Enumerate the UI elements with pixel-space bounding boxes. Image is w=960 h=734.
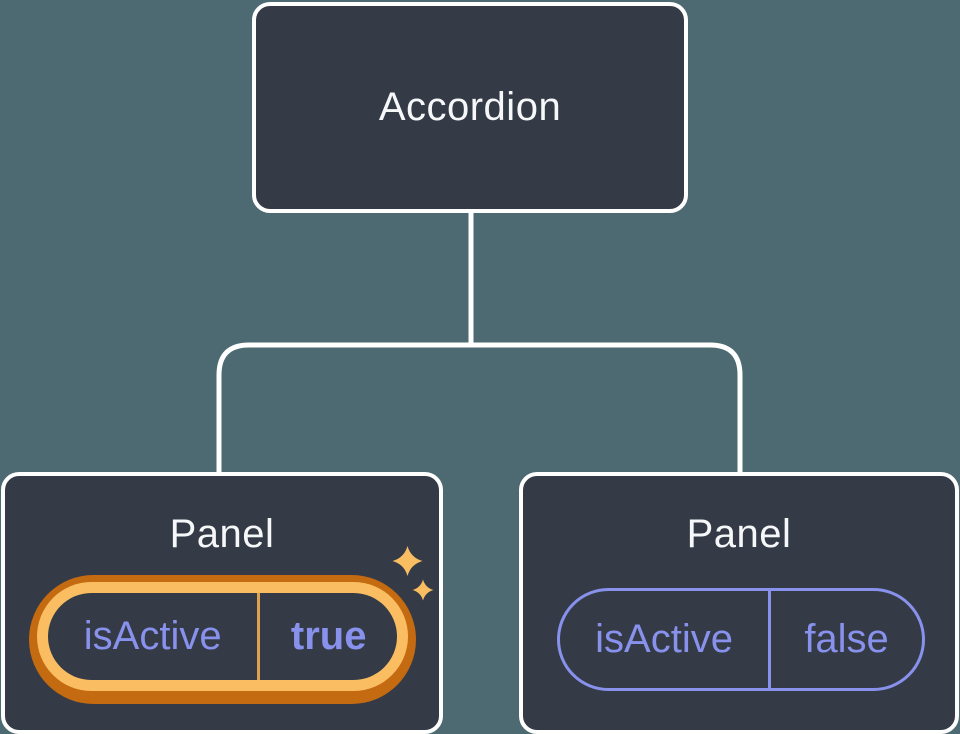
state-pill-body: isActive true xyxy=(48,593,397,680)
panel-title: Panel xyxy=(686,512,792,556)
state-key: isActive xyxy=(83,614,222,658)
sparkles-icon xyxy=(392,546,434,601)
state-value: false xyxy=(804,617,889,661)
state-pill-gold-ring: isActive true xyxy=(37,582,408,691)
panel-node-active: Panel isActive true xyxy=(1,472,443,734)
state-pill-divider xyxy=(768,591,772,688)
accordion-node-label: Accordion xyxy=(378,85,562,129)
connector-bracket xyxy=(216,342,743,473)
accordion-node: Accordion xyxy=(252,2,688,213)
state-key: isActive xyxy=(595,617,733,661)
state-pill-highlighted: isActive true xyxy=(29,575,416,704)
state-value: true xyxy=(290,614,367,658)
state-pill-plain: isActive false xyxy=(557,588,925,691)
panel-node-inactive: Panel isActive false xyxy=(519,472,959,734)
state-pill-divider xyxy=(257,593,261,680)
sparkle-small xyxy=(412,579,434,601)
sparkle-large xyxy=(392,546,423,576)
panel-title: Panel xyxy=(169,512,275,556)
